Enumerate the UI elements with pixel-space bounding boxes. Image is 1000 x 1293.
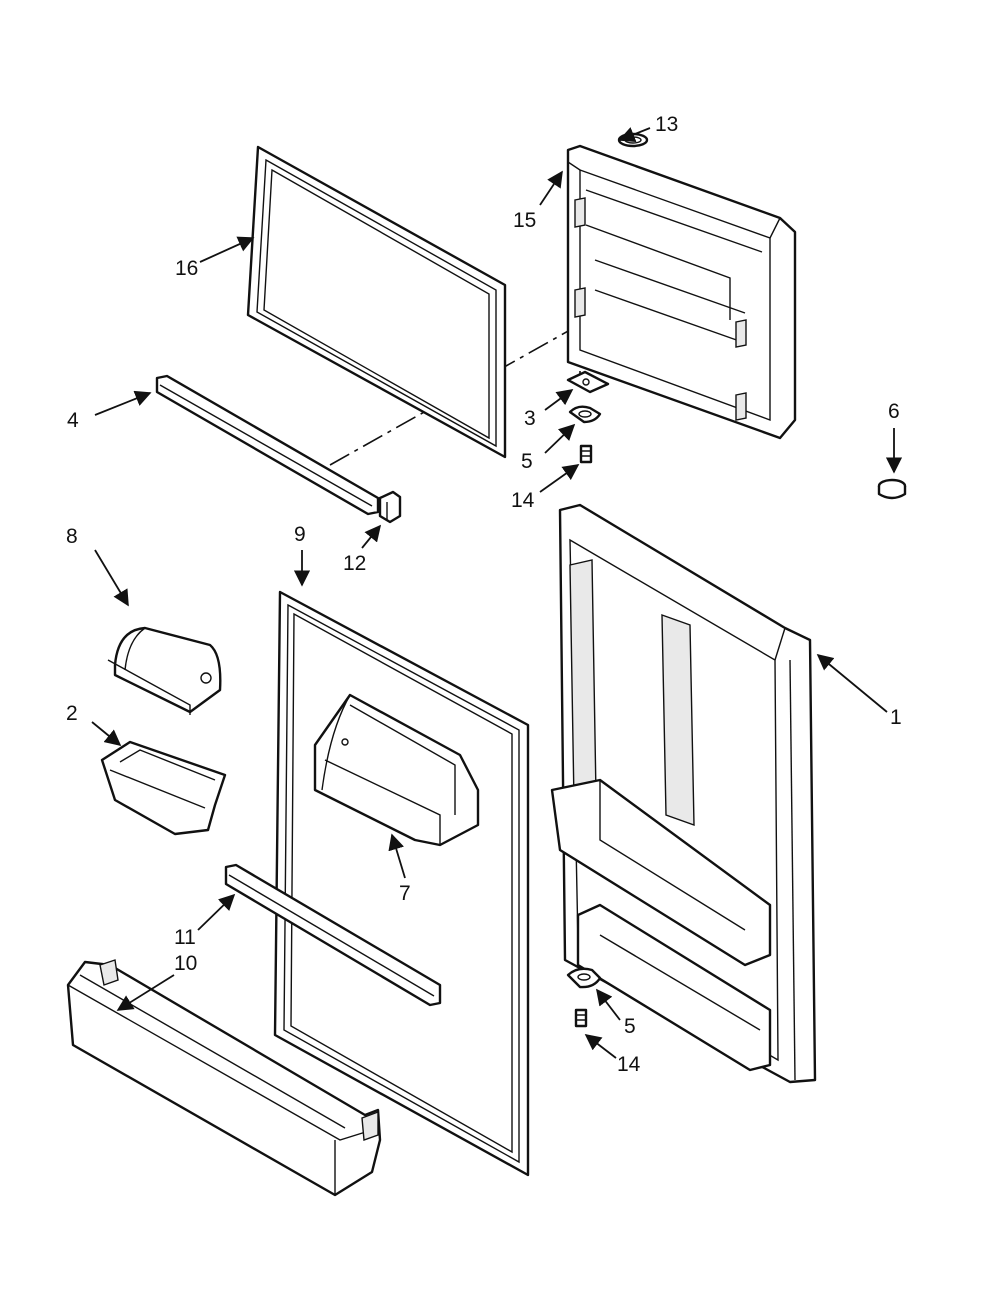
hinge-screw-lower-part: [574, 1008, 588, 1028]
callout-6: 6: [888, 400, 900, 423]
freezer-door-trim-part: [155, 374, 380, 516]
trim-end-cap-part: [378, 490, 402, 524]
utility-bin-part: [100, 740, 227, 836]
hole-plug-part: [877, 478, 907, 500]
butter-compartment-door-part: [107, 626, 222, 715]
hinge-plate-part: [566, 370, 610, 394]
callout-3: 3: [524, 407, 536, 430]
callout-9: 9: [294, 523, 306, 546]
callout-15: 15: [513, 209, 536, 232]
dairy-compartment-part: [313, 693, 480, 847]
callout-1: 1: [890, 706, 902, 729]
callout-12: 12: [343, 552, 366, 575]
fresh-food-door-trim-part: [224, 863, 442, 1007]
callout-14-lower: 14: [617, 1053, 641, 1076]
fresh-food-door-part: [550, 503, 817, 1084]
callout-leaders: [91, 127, 903, 1059]
callout-11: 11: [174, 926, 196, 949]
door-plug-part: [617, 132, 649, 148]
callout-14-upper: 14: [511, 489, 535, 512]
callout-10: 10: [174, 952, 197, 975]
callout-13: 13: [655, 113, 678, 136]
callout-labels: 13 15 16 4 3 5 14 6 12 9 8 1 2 7 11 10 5…: [66, 113, 902, 1076]
callout-5-upper: 5: [521, 450, 533, 473]
hinge-screw-upper-part: [579, 444, 593, 464]
hinge-bushing-upper-part: [568, 405, 602, 424]
callout-4: 4: [67, 409, 79, 432]
callout-2: 2: [66, 702, 78, 725]
freezer-door-gasket-part: [246, 145, 507, 459]
callout-8: 8: [66, 525, 78, 548]
callout-7: 7: [399, 882, 411, 905]
hinge-bushing-lower-part: [566, 967, 602, 989]
freezer-door-part: [566, 144, 797, 440]
callout-5-lower: 5: [624, 1015, 636, 1038]
callout-16: 16: [175, 257, 198, 280]
